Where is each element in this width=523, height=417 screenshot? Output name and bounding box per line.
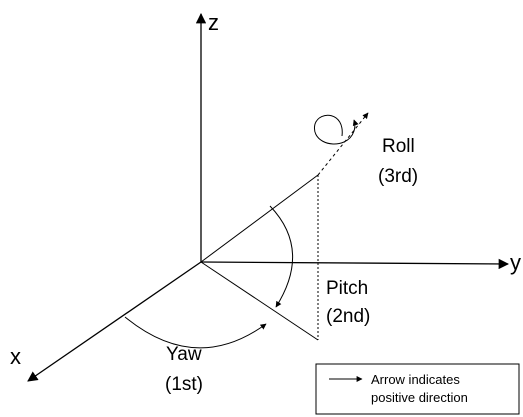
pitch-arrow [269, 205, 294, 308]
pitch-order-label: (2nd) [326, 306, 370, 327]
y-axis-label: y [510, 250, 521, 275]
roll-label: Roll [382, 136, 415, 157]
legend-text-line2: positive direction [371, 390, 468, 405]
legend-text-line1: Arrow indicates [371, 372, 460, 387]
x-axis [27, 261, 202, 382]
legend-box [315, 363, 520, 415]
yaw-label: Yaw [166, 344, 202, 365]
yaw-reference-line [200, 261, 319, 341]
y-axis [200, 258, 510, 270]
roll-arrow [314, 114, 359, 145]
roll-order-label: (3rd) [378, 166, 418, 187]
roll-axis-line [200, 174, 319, 263]
yaw-arrow [124, 316, 267, 349]
pitch-label: Pitch [326, 278, 368, 299]
x-axis-label: x [10, 344, 21, 369]
yaw-order-label: (1st) [165, 374, 203, 395]
roll-axis-dashed [317, 112, 369, 176]
z-axis-label: z [208, 10, 219, 35]
